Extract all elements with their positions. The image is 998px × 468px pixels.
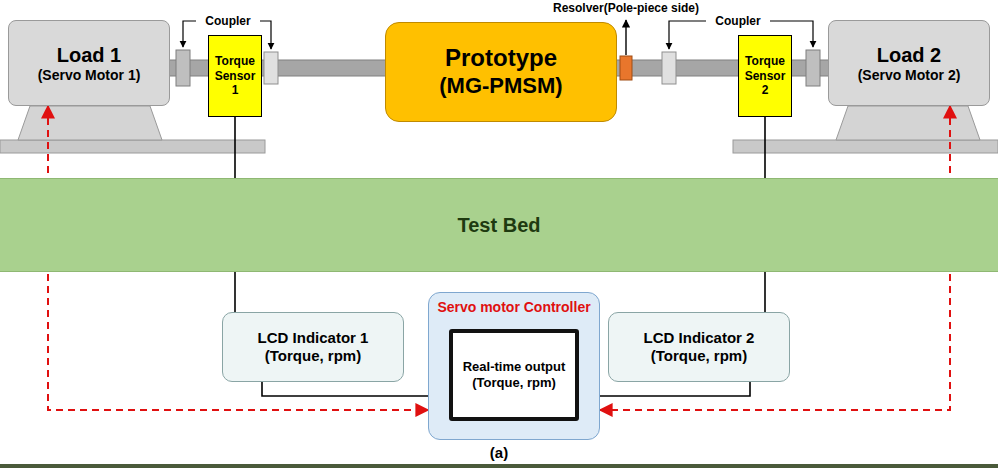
coupler-label: Coupler [203,14,252,28]
node-text: (Torque, rpm) [472,375,556,391]
motor-stand [836,106,980,140]
node-text: Torque Sensor 2 [740,54,790,97]
node-text: Test Bed [458,213,541,237]
motor-stand [18,106,162,140]
figure-caption: (a) [488,444,510,461]
node-text: (Servo Motor 1) [38,67,141,84]
node-text: LCD Indicator 1 [258,329,369,347]
node-text: LCD Indicator 2 [644,329,755,347]
coupler [264,52,278,84]
node-text: (Torque, rpm) [265,347,361,365]
coupler-label: Coupler [713,14,762,28]
load-motor: Load 2(Servo Motor 2) [828,20,990,106]
node-text: Load 2 [877,43,941,67]
leader-line [625,20,626,55]
coupler [662,52,676,84]
node-text: (Torque, rpm) [651,347,747,365]
photo-edge [0,464,998,468]
node-text: Load 1 [57,43,121,67]
node-text: Torque Sensor 1 [210,54,260,97]
leader-line [669,21,706,49]
torque-sensor: Torque Sensor 1 [208,35,262,117]
resolver-label: Resolver(Pole-piece side) [551,1,701,15]
coupler [806,50,820,86]
node-text: Servo motor Controller [437,299,590,316]
lcd-indicator: LCD Indicator 1(Torque, rpm) [222,312,404,382]
load-motor: Load 1(Servo Motor 1) [8,20,170,106]
prototype-motor: Prototype(MG-PMSM) [385,22,617,122]
node-text: (Servo Motor 2) [858,67,961,84]
resolver [620,56,632,80]
node-text: Real-time output [463,359,566,375]
torque-sensor: Torque Sensor 2 [738,35,792,117]
coupler [176,50,190,86]
base-plate [733,140,998,153]
base-plate [0,140,265,153]
test-bed: Test Bed [0,178,998,272]
leader-line [183,21,196,47]
node-text: (MG-PMSM) [439,73,562,99]
signal-wire [262,382,449,396]
controller-panel: Servo motor ControllerReal-time output(T… [428,292,600,440]
lcd-indicator: LCD Indicator 2(Torque, rpm) [608,312,790,382]
node-text: Prototype [445,44,557,73]
signal-wire [579,382,750,396]
monitor-screen: Real-time output(Torque, rpm) [449,329,579,421]
